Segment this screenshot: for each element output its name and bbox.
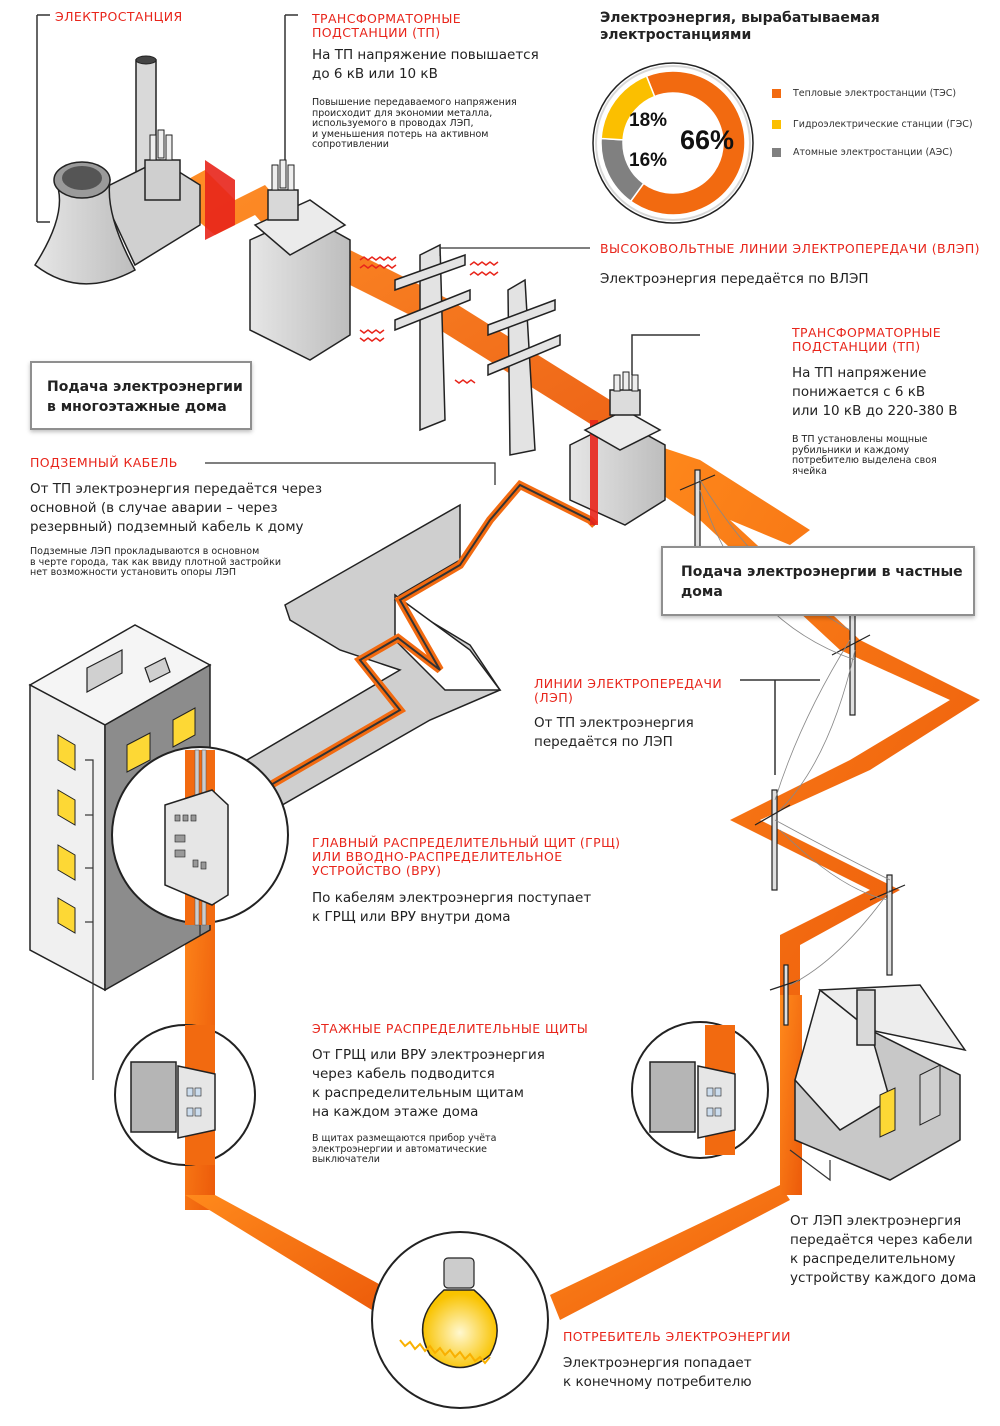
power-station-illustration: [34, 14, 201, 285]
main-switchboard-text-line: По кабелям электроэнергия поступает: [312, 890, 592, 906]
floor-panels-text-line: через кабель подводится: [312, 1066, 495, 1082]
floor-panels-text-line: к распределительным щитам: [312, 1085, 524, 1101]
step-down-text-line: На ТП напряжение: [792, 365, 927, 381]
consumer-title: Потребитель электроэнергии: [563, 1329, 791, 1344]
main-switchboard-title-line: устройство (ВРУ): [312, 863, 442, 878]
legend-item-nuclear: Атомные электростанции (АЭС): [772, 147, 992, 158]
donut-bezel: [595, 65, 751, 221]
donut-slice-thermal: [629, 70, 746, 216]
floor-panels-block: Этажные распределительные щиты От ГРЩ ил…: [312, 1022, 612, 1166]
step-up-note-line: и уменьшения потерь на активном: [312, 128, 489, 140]
pct-label-thermal: 66%: [680, 125, 735, 155]
high-voltage-towers: [394, 243, 561, 456]
legend-swatch-nuclear: [772, 148, 781, 157]
legend-swatch-hydro: [772, 120, 781, 129]
step-up-note-line: сопротивлении: [312, 139, 389, 150]
high-voltage-lines-title: Высоковольтные линии электропередачи (ВЛ…: [600, 241, 980, 256]
power-lines-text-line: передаётся по ЛЭП: [534, 734, 673, 750]
private-house-illustration: [789, 984, 967, 1182]
step-down-text-line: или 10 кВ до 220-380 В: [792, 403, 958, 419]
chart-legend: Тепловые электростанции (ТЭС) Гидроэлект…: [772, 88, 992, 158]
apartment-supply-line1: Подача электроэнергии: [47, 379, 243, 395]
private-supply-line2: дома: [681, 584, 723, 600]
legend-swatch-thermal: [772, 89, 781, 98]
chart-title: Электроэнергия, вырабатываемая электрост…: [600, 10, 880, 43]
power-lines-block: Линии электропередачи (ЛЭП) От ТП электр…: [534, 677, 744, 752]
floor-panels-note-line: электроэнергии и автоматические: [312, 1143, 487, 1155]
step-up-note-line: используемого в проводах ЛЭП,: [312, 118, 474, 129]
underground-text-line: От ТП электроэнергия передаётся через: [30, 481, 323, 497]
floor-panels-text-line: на каждом этаже дома: [312, 1104, 479, 1120]
main-switchboard-text-line: к ГРЩ или ВРУ внутри дома: [312, 909, 511, 925]
step-up-note-line: Повышение передаваемого напряжения: [312, 97, 517, 108]
floor-panels-note-line: выключатели: [312, 1154, 380, 1165]
underground-trench: [229, 480, 598, 837]
private-house-block: От ЛЭП электроэнергия передаётся через к…: [790, 1212, 990, 1288]
power-station-title: Электростанция: [55, 9, 183, 24]
underground-text-line: резервный) подземный кабель к дому: [30, 519, 304, 535]
step-down-title-line1: Трансформаторные: [792, 325, 942, 340]
main-switchboard-title-line: Главный распределительный щит (ГРЩ): [312, 835, 621, 850]
generation-donut-chart: [592, 62, 754, 224]
lightbulb-magnifier: [371, 1231, 549, 1409]
private-supply-line1: Подача электроэнергии в частные: [681, 564, 963, 580]
pct-label-hydro: 18%: [629, 110, 668, 131]
donut-slice-hydro: [600, 75, 656, 141]
step-up-substation-illustration: [249, 14, 351, 361]
power-lines-title-line1: Линии электропередачи: [534, 676, 723, 691]
step-up-substation-title-line2: подстанции (ТП): [312, 25, 441, 40]
step-up-substation-block: Трансформаторные подстанции (ТП) На ТП н…: [312, 12, 572, 151]
step-up-substation-text-line1: На ТП напряжение повышается: [312, 47, 539, 63]
legend-label-thermal: Тепловые электростанции (ТЭС): [793, 88, 957, 99]
floor-panel-magnifier: [114, 1024, 256, 1166]
power-lines-pointer: [740, 679, 820, 775]
floor-panels-note-line: В щитах размещаются прибор учёта: [312, 1133, 497, 1144]
step-down-note-line: В ТП установлены мощные: [792, 434, 928, 445]
legend-item-hydro: Гидроэлектрические станции (ГЭС): [772, 119, 992, 130]
step-down-note-line: рубильники и каждому: [792, 444, 910, 456]
consumer-text-line: к конечному потребителю: [563, 1374, 752, 1390]
underground-note-line: Подземные ЛЭП прокладываются в основном: [30, 546, 260, 557]
high-voltage-lines-text: Электроэнергия передаётся по ВЛЭП: [600, 271, 869, 287]
label-pointers: [199, 247, 590, 935]
private-house-text-line: к распределительному: [790, 1251, 956, 1267]
legend-item-thermal: Тепловые электростанции (ТЭС): [772, 88, 992, 99]
underground-note-line: нет возможности установить опоры ЛЭП: [30, 567, 237, 578]
house-panel-magnifier: [631, 1021, 769, 1159]
power-lines-text-line: От ТП электроэнергия: [534, 715, 694, 731]
floor-panels-title: Этажные распределительные щиты: [312, 1021, 589, 1036]
apartment-supply-box: Подача электроэнергии в многоэтажные дом…: [30, 361, 252, 430]
main-switchboard-block: Главный распределительный щит (ГРЩ) или …: [312, 836, 642, 927]
consumer-text-line: Электроэнергия попадает: [563, 1355, 752, 1371]
step-up-substation-title-line1: Трансформаторные: [312, 11, 462, 26]
consumer-block: Потребитель электроэнергии Электроэнерги…: [563, 1330, 823, 1392]
private-supply-box: Подача электроэнергии в частные дома: [661, 546, 975, 616]
pct-label-nuclear: 16%: [629, 150, 668, 171]
underground-note-line: в черте города, так как ввиду плотной за…: [30, 556, 281, 568]
underground-cable-block: Подземный кабель От ТП электроэнергия пе…: [30, 456, 350, 579]
step-down-substation-illustration: [569, 334, 700, 526]
step-down-title-line2: подстанции (ТП): [792, 339, 921, 354]
underground-text-line: основной (в случае аварии – через: [30, 500, 278, 516]
step-down-note-line: ячейка: [792, 465, 827, 477]
step-up-note-line: происходит для экономии металла,: [312, 107, 493, 119]
legend-label-nuclear: Атомные электростанции (АЭС): [793, 147, 953, 158]
main-switchboard-magnifier: [111, 746, 289, 926]
floor-panels-text-line: От ГРЩ или ВРУ электроэнергия: [312, 1047, 545, 1063]
underground-cable-title: Подземный кабель: [30, 455, 178, 470]
step-down-text-line: понижается с 6 кВ: [792, 384, 926, 400]
private-house-text-line: передаётся через кабели: [790, 1232, 973, 1248]
step-down-substation-block: Трансформаторные подстанции (ТП) На ТП н…: [792, 326, 992, 477]
apartment-supply-line2: в многоэтажные дома: [47, 399, 227, 415]
main-switchboard-title-line: или вводно-распределительное: [312, 849, 563, 864]
power-lines-title-line2: (ЛЭП): [534, 690, 574, 705]
heat-loss-marks: [359, 256, 499, 384]
step-down-note-line: потребителю выделена своя: [792, 455, 937, 466]
step-up-substation-text-line2: до 6 кВ или 10 кВ: [312, 66, 438, 82]
legend-label-hydro: Гидроэлектрические станции (ГЭС): [793, 119, 973, 130]
private-house-text-line: устройству каждого дома: [790, 1270, 977, 1286]
private-house-text-line: От ЛЭП электроэнергия: [790, 1213, 962, 1229]
